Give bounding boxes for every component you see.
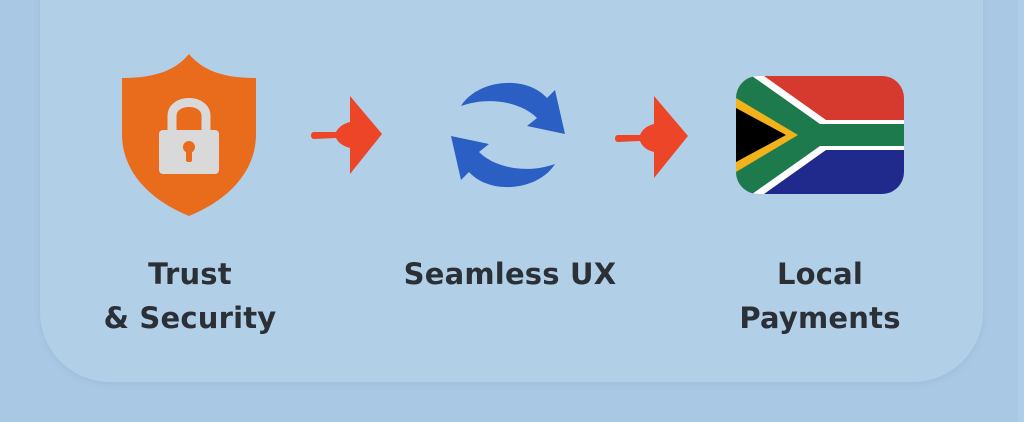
shield-lock-icon [122,54,256,216]
step-label-local-payments: Local Payments [720,252,920,340]
step-label-seamless-ux: Seamless UX [390,252,630,296]
background-edge [1018,0,1024,422]
label-line: Local [776,257,864,291]
sync-arrows-icon [443,76,573,194]
arrow-right-icon [308,96,384,174]
label-line: Payments [739,301,901,335]
step-label-trust-security: Trust & Security [100,252,280,340]
arrow-right-icon [612,96,688,178]
south-africa-flag-icon [736,76,904,194]
label-line: Trust [148,257,232,291]
label-line: Seamless UX [403,257,617,291]
label-line: & Security [103,301,277,335]
